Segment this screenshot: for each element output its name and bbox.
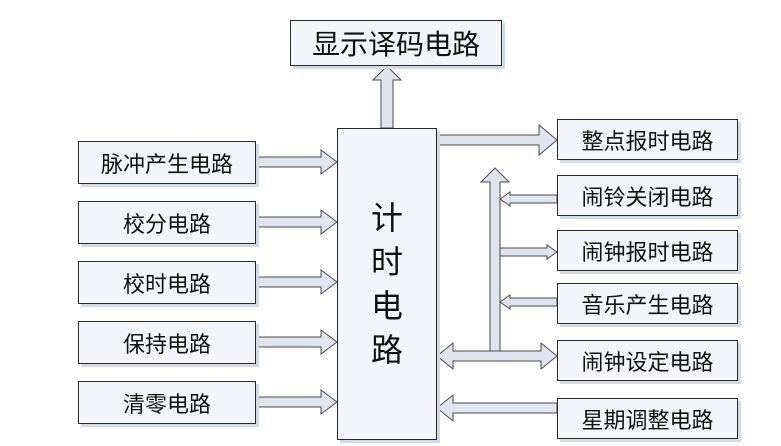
- timer-char-4: 路: [370, 331, 403, 369]
- alarm-setting-box: 闹钟设定电路: [557, 340, 738, 381]
- timer-circuit-box: 计 时 电 路: [337, 128, 437, 440]
- timer-char-3: 电: [370, 287, 403, 325]
- arrow-alarm-off-in: [499, 191, 558, 207]
- alarm-chime-label: 闹钟报时电路: [581, 240, 714, 266]
- pulse-generator-label: 脉冲产生电路: [100, 152, 233, 178]
- hourly-chime-label: 整点报时电路: [581, 129, 714, 155]
- music-generator-label: 音乐产生电路: [581, 293, 714, 319]
- arrow-weekday-in: [436, 393, 558, 423]
- weekday-adjust-box: 星期调整电路: [557, 398, 738, 439]
- alarm-off-label: 闹铃关闭电路: [581, 185, 714, 211]
- alarm-off-box: 闹铃关闭电路: [557, 175, 738, 216]
- arrow-alarm-chime-out: [499, 244, 558, 260]
- timer-char-1: 计: [370, 199, 403, 237]
- reset-circuit-box: 清零电路: [78, 381, 256, 424]
- minute-adjust-box: 校分电路: [78, 201, 256, 244]
- hourly-chime-box: 整点报时电路: [557, 119, 738, 160]
- timer-char-2: 时: [370, 243, 403, 281]
- arrow-reset-in: [255, 389, 338, 415]
- arrow-minute-in: [255, 209, 338, 235]
- arrow-to-display: [371, 65, 403, 129]
- display-decoder-label: 显示译码电路: [311, 28, 480, 61]
- minute-adjust-label: 校分电路: [122, 212, 211, 238]
- arrow-hold-in: [255, 329, 338, 355]
- display-decoder-box: 显示译码电路: [290, 20, 502, 66]
- alarm-setting-label: 闹钟设定电路: [581, 350, 714, 376]
- hold-circuit-label: 保持电路: [122, 332, 211, 358]
- reset-circuit-label: 清零电路: [122, 392, 211, 418]
- hour-adjust-box: 校时电路: [78, 261, 256, 304]
- hour-adjust-label: 校时电路: [122, 272, 211, 298]
- arrow-pulse-in: [255, 149, 338, 175]
- arrow-hourly-chime: [436, 123, 558, 157]
- weekday-adjust-label: 星期调整电路: [581, 408, 714, 434]
- arrow-music-in: [499, 294, 558, 310]
- pulse-generator-box: 脉冲产生电路: [78, 141, 256, 184]
- hold-circuit-box: 保持电路: [78, 321, 256, 364]
- arrow-hour-in: [255, 269, 338, 295]
- music-generator-box: 音乐产生电路: [557, 283, 738, 324]
- alarm-chime-box: 闹钟报时电路: [557, 230, 738, 271]
